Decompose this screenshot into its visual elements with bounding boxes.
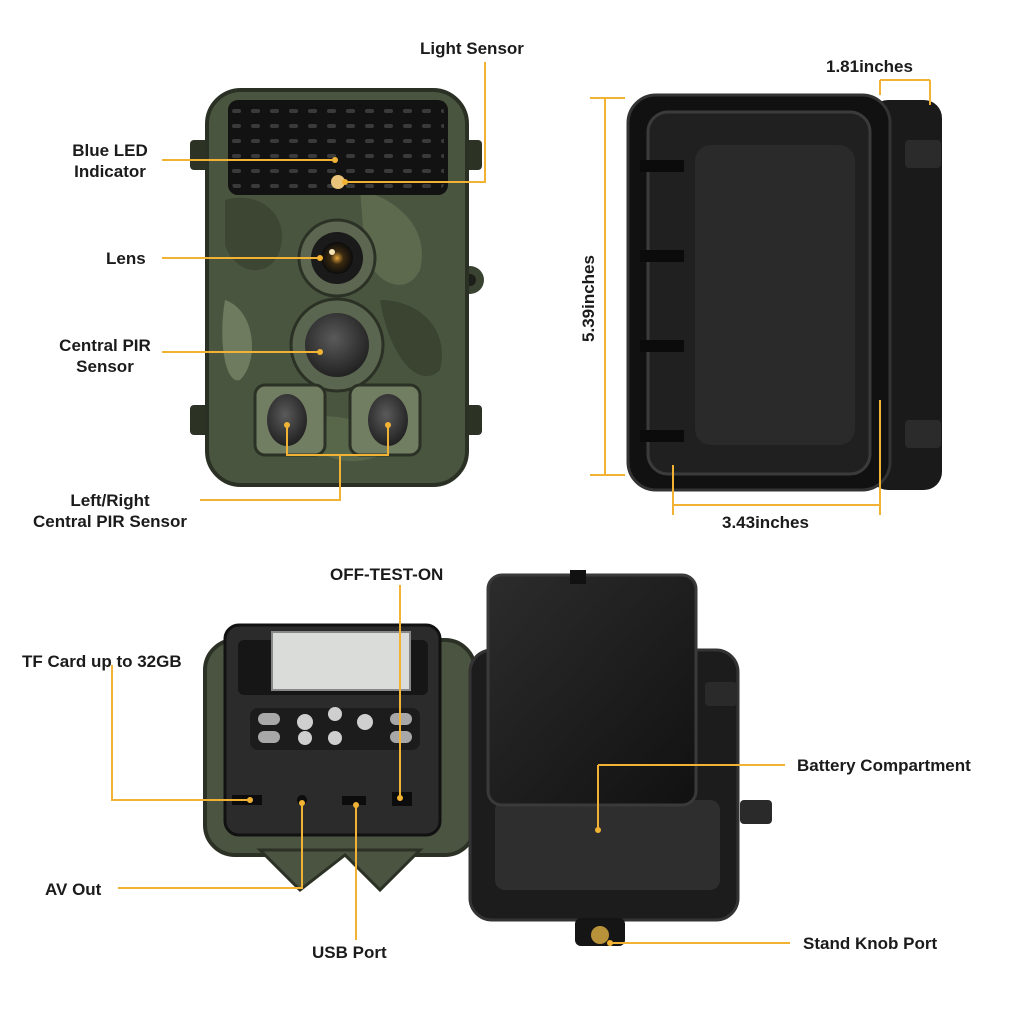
label-side-pir: Left/Right Central PIR Sensor — [10, 490, 210, 532]
leader-dots — [247, 157, 613, 946]
label-stand-knob-port: Stand Knob Port — [803, 934, 938, 953]
led-indicator-icon — [331, 175, 345, 189]
label-usb-port: USB Port — [312, 943, 387, 962]
label-depth-dimension: 1.81inches — [826, 57, 913, 76]
label-off-test-on-switch: OFF-TEST-ON — [330, 565, 444, 584]
label-height-dimension: 5.39inches — [578, 255, 598, 342]
label-side-pir-line1: Left/Right — [70, 491, 150, 510]
label-lens: Lens — [106, 249, 146, 268]
label-blue-led-line1: Blue LED — [72, 141, 148, 160]
label-width-dimension: 3.43inches — [722, 513, 809, 532]
label-light-sensor: Light Sensor — [420, 39, 524, 58]
motion-sensor-icon — [289, 297, 385, 393]
camera-lens-icon — [297, 218, 377, 298]
leader-lines — [111, 62, 790, 944]
label-av-out: AV Out — [45, 880, 102, 899]
label-blue-led-line2: Indicator — [74, 162, 146, 181]
label-blue-led: Blue LED Indicator — [55, 140, 165, 182]
label-tf-card: TF Card up to 32GB — [22, 652, 182, 671]
camera-back-view — [590, 79, 942, 515]
label-central-pir: Central PIR Sensor — [40, 335, 170, 377]
label-central-pir-line2: Sensor — [76, 357, 134, 376]
label-central-pir-line1: Central PIR — [59, 336, 151, 355]
camera-front-view — [190, 88, 484, 487]
camera-open-view — [203, 570, 772, 946]
label-side-pir-line2: Central PIR Sensor — [33, 512, 187, 531]
label-battery-compartment: Battery Compartment — [797, 756, 971, 775]
